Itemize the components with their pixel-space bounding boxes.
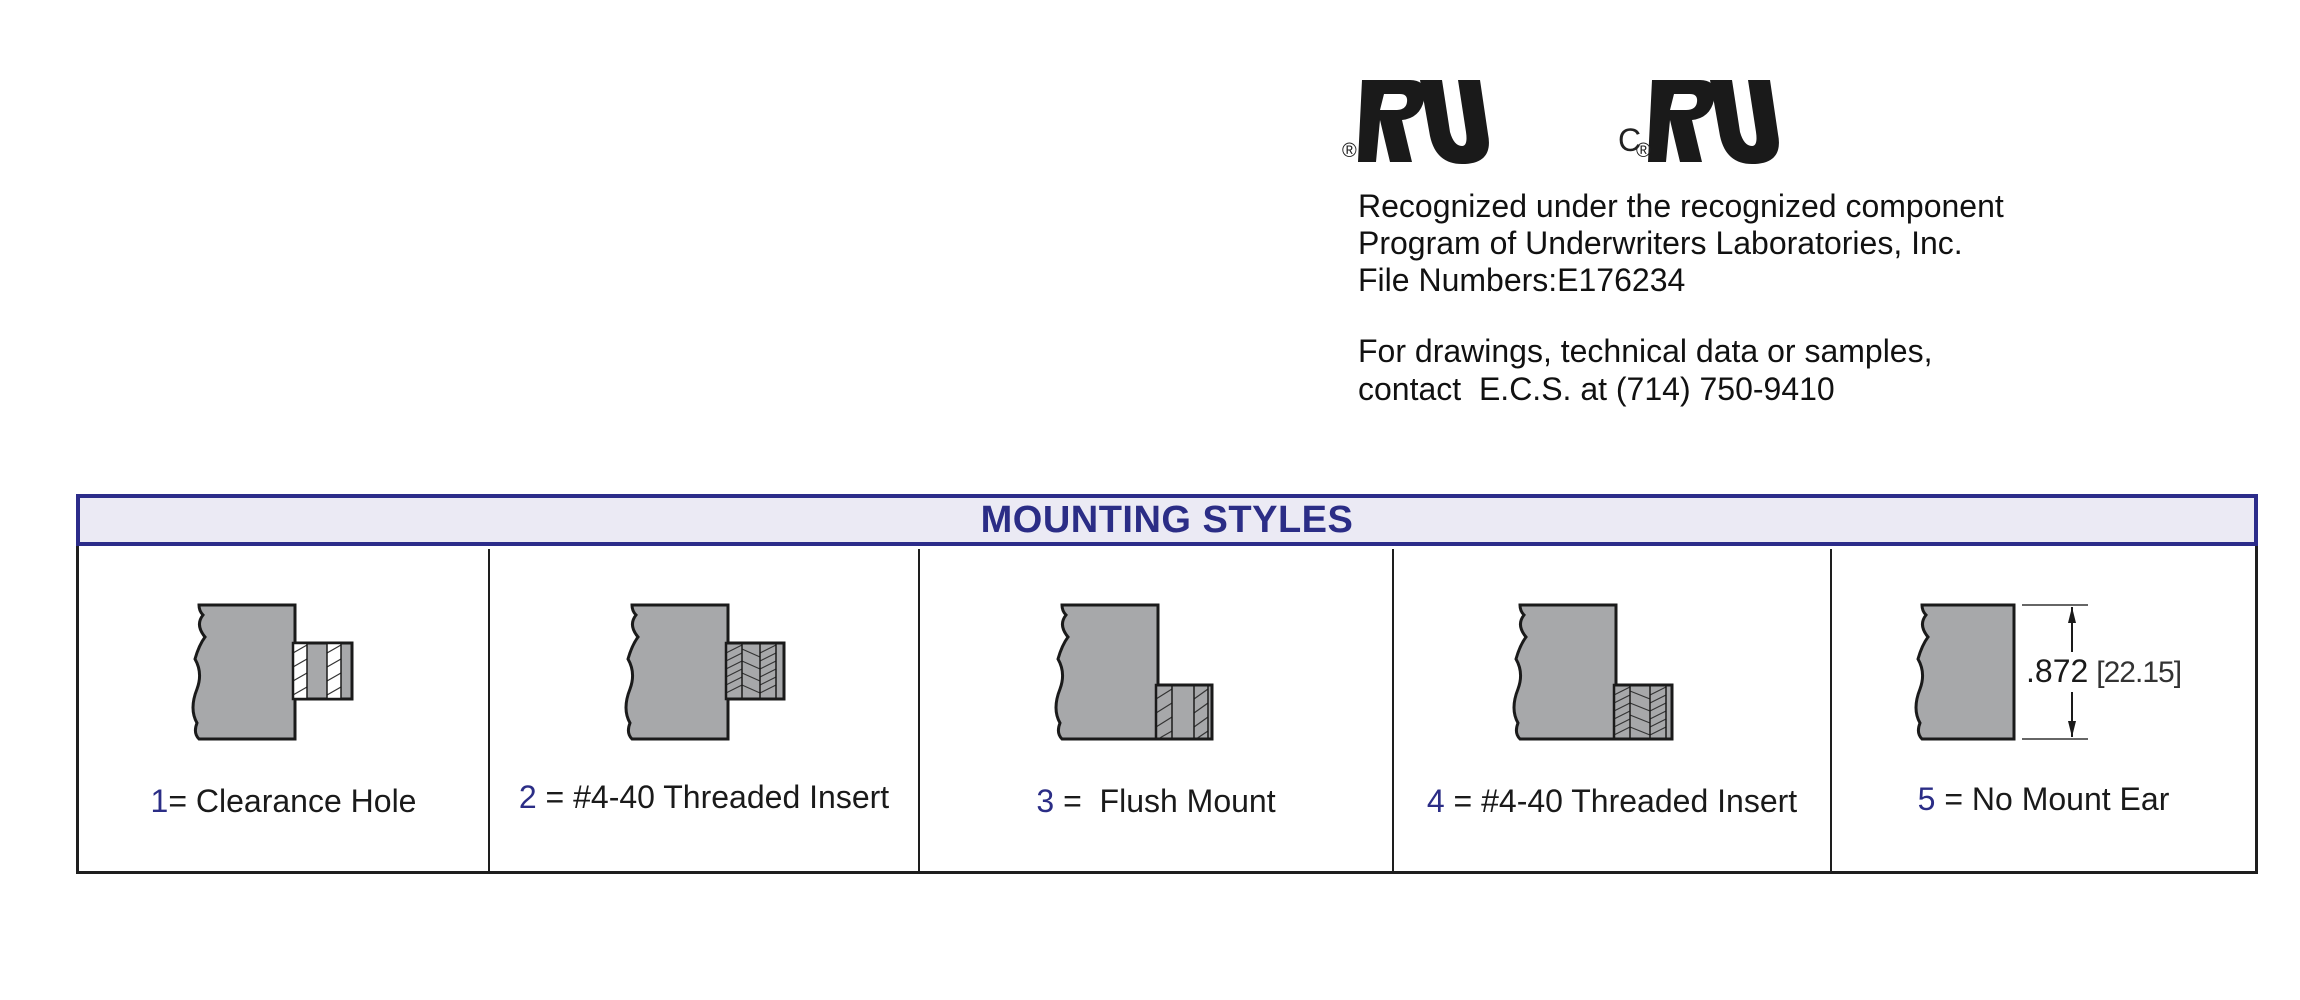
- ul-logos: ® C ®: [1342, 70, 1810, 180]
- dimension-inches: .872: [2026, 653, 2089, 689]
- style-number: 1: [150, 783, 169, 819]
- mounting-styles-title: MOUNTING STYLES: [76, 494, 2258, 546]
- certification-text: Recognized under the recognized componen…: [1358, 188, 2258, 299]
- file-number: File Numbers:E176234: [1358, 262, 1686, 298]
- dimension-mm: [22.15]: [2096, 656, 2182, 689]
- ul-mark-icon: [1648, 80, 1779, 164]
- ul-mark-icon: [1358, 80, 1489, 164]
- ul-recognized-logo: ®: [1342, 70, 1500, 175]
- style-description: = No Mount Ear: [1935, 781, 2170, 817]
- mounting-style-label: 4 = #4-40 Threaded Insert: [1394, 783, 1830, 820]
- style-description: = Clearance Hole: [168, 783, 417, 819]
- mounting-style-label: 3 = Flush Mount: [920, 783, 1392, 820]
- mounting-style-4: 4 = #4-40 Threaded Insert: [1394, 549, 1832, 871]
- style-number: 5: [1917, 781, 1936, 817]
- certification-line: Recognized under the recognized componen…: [1358, 188, 2004, 224]
- mounting-style-label: 2 = #4-40 Threaded Insert: [490, 779, 918, 816]
- mounting-styles-row: 1= Clearance Hole: [79, 549, 2255, 871]
- mounting-style-3: 3 = Flush Mount: [920, 549, 1394, 871]
- style-number: 2: [518, 779, 537, 815]
- style-description: = #4-40 Threaded Insert: [536, 779, 890, 815]
- style-description: = Flush Mount: [1054, 783, 1276, 819]
- mounting-style-1: 1= Clearance Hole: [79, 549, 490, 871]
- style-number: 4: [1426, 783, 1445, 819]
- no-mount-ear-drawing: [1914, 603, 2088, 741]
- flush-mount-drawing: [1054, 603, 1214, 741]
- style-number: 3: [1036, 783, 1055, 819]
- dimension-label: .872[22.15]: [2026, 653, 2182, 690]
- threaded-insert-drawing: [624, 603, 786, 741]
- mounting-style-label: 1= Clearance Hole: [79, 783, 488, 820]
- c-ul-recognized-logo: C ®: [1618, 70, 1790, 175]
- canada-prefix: C: [1618, 122, 1642, 158]
- mounting-styles-table: MOUNTING STYLES 1= Clearance Hole: [76, 494, 2258, 874]
- contact-text: For drawings, technical data or samples,…: [1358, 332, 2258, 408]
- clearance-hole-drawing: [191, 603, 354, 741]
- certification-line: Program of Underwriters Laboratories, In…: [1358, 225, 1963, 261]
- contact-line: For drawings, technical data or samples,: [1358, 333, 1933, 369]
- contact-phone: contact E.C.S. at (714) 750-9410: [1358, 371, 1835, 407]
- registered-mark: ®: [1636, 140, 1651, 162]
- registered-mark: ®: [1342, 140, 1357, 162]
- style-description: = #4-40 Threaded Insert: [1444, 783, 1798, 819]
- threaded-insert-flush-drawing: [1512, 603, 1674, 741]
- mounting-style-label: 5 = No Mount Ear: [1832, 781, 2255, 818]
- mounting-style-2: 2 = #4-40 Threaded Insert: [490, 549, 920, 871]
- mounting-style-5: .872[22.15] 5 = No Mount Ear: [1832, 549, 2255, 871]
